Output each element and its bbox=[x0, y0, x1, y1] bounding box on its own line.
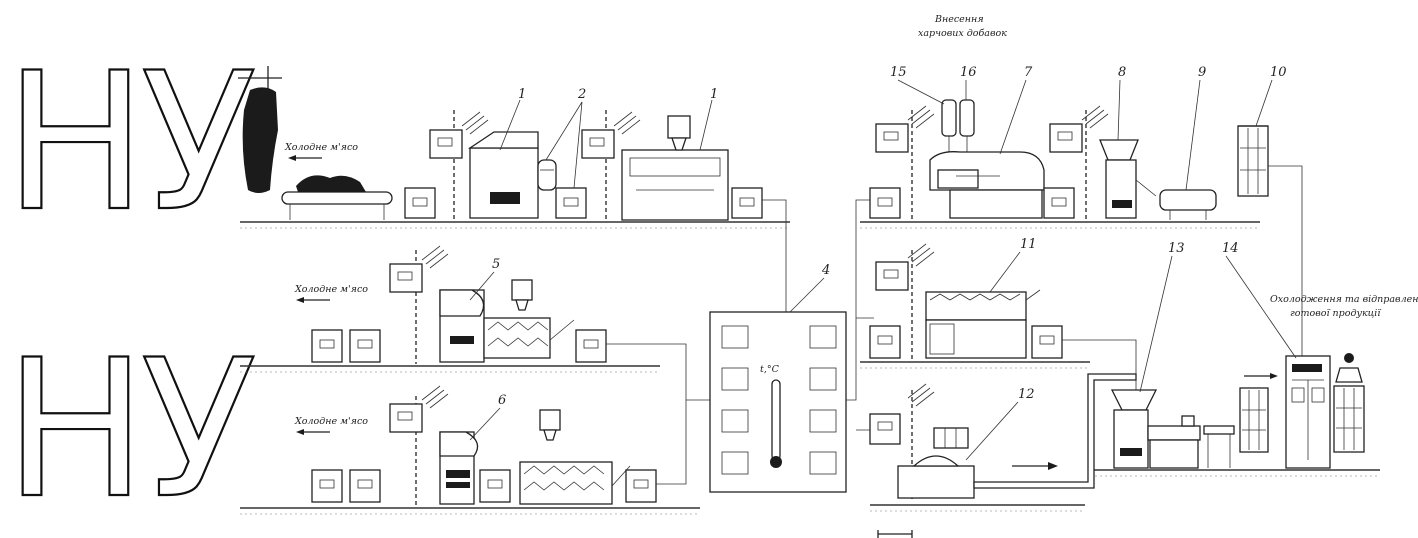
caption-food-additives-1: Внесення bbox=[934, 14, 984, 25]
label-5: 5 bbox=[492, 257, 500, 272]
label-12: 12 bbox=[1018, 387, 1035, 402]
label-13: 13 bbox=[1168, 241, 1185, 256]
caption-food-additives-2: харчових добавок bbox=[918, 28, 1007, 39]
flow-line-to-stuffer-13 bbox=[1062, 340, 1136, 396]
cart-lift-4 bbox=[390, 386, 448, 506]
caption-chilled-meat-2: Холодне м'ясо bbox=[294, 284, 368, 295]
smokehouse-14 bbox=[1286, 356, 1330, 468]
label-16: 16 bbox=[960, 65, 977, 80]
meat-grinder-1 bbox=[470, 132, 556, 218]
mixer-1 bbox=[622, 116, 728, 220]
flow-line-row1 bbox=[762, 200, 786, 312]
label-7: 7 bbox=[1024, 65, 1033, 80]
label-14: 14 bbox=[1222, 241, 1239, 256]
arrow-left-2 bbox=[296, 297, 330, 303]
flow-line-row3 bbox=[656, 400, 686, 484]
mixer-6 bbox=[520, 410, 630, 504]
watermark-text-bottom: НУ bbox=[4, 319, 254, 538]
meat-cart-10 bbox=[1044, 188, 1074, 218]
label-9: 9 bbox=[1198, 65, 1206, 80]
pipe-to-stuffer bbox=[974, 374, 1136, 488]
additive-dosers bbox=[942, 100, 974, 160]
meat-cart-9 bbox=[870, 188, 900, 218]
meat-cart-11 bbox=[870, 326, 900, 358]
label-1a: 1 bbox=[518, 87, 526, 102]
tumbler-12 bbox=[898, 428, 974, 498]
cart-lift-3 bbox=[390, 246, 448, 364]
flow-line-frame-to-smokehouse bbox=[1268, 166, 1302, 356]
meat-cart-5 bbox=[576, 330, 606, 362]
meat-cart-1 bbox=[405, 188, 435, 218]
arrow-right-smokehouse bbox=[1244, 373, 1278, 379]
label-2: 2 bbox=[577, 87, 586, 102]
smoke-frame-10 bbox=[1238, 126, 1268, 196]
curing-chamber bbox=[710, 312, 846, 492]
watermark-text-top: НУ bbox=[4, 32, 254, 253]
meat-cart-3 bbox=[732, 188, 762, 218]
label-10: 10 bbox=[1270, 65, 1287, 80]
meat-cart-8 bbox=[626, 470, 656, 502]
arrow-right-tumbler bbox=[1012, 462, 1058, 470]
meat-cart-12 bbox=[1032, 326, 1062, 358]
mixer-11 bbox=[926, 290, 1040, 358]
grinder-mixer-5 bbox=[440, 280, 574, 362]
caption-chilled-meat-3: Холодне м'ясо bbox=[294, 416, 368, 427]
meat-cart-13 bbox=[870, 414, 900, 444]
stuffer-13 bbox=[1112, 390, 1234, 468]
label-15: 15 bbox=[890, 65, 907, 80]
label-8: 8 bbox=[1118, 65, 1126, 80]
label-1b: 1 bbox=[710, 87, 718, 102]
meat-cart-4 bbox=[312, 330, 380, 362]
linker-9 bbox=[1160, 190, 1216, 220]
label-4: 4 bbox=[821, 263, 830, 278]
caption-chilled-meat-1: Холодне м'ясо bbox=[284, 142, 358, 153]
flow-line-from-chamber bbox=[846, 200, 880, 430]
smoke-frame-in bbox=[1240, 388, 1268, 452]
label-6: 6 bbox=[498, 393, 506, 408]
label-11: 11 bbox=[1020, 237, 1037, 252]
meat-cart-2 bbox=[556, 188, 586, 218]
meat-conveyor bbox=[282, 175, 392, 220]
caption-to-warehouse-2: готової продукції bbox=[1290, 308, 1381, 319]
stuffer-8 bbox=[1100, 140, 1156, 218]
grinder-6 bbox=[440, 432, 478, 504]
meat-cart-6 bbox=[312, 470, 380, 502]
meat-cart-7 bbox=[480, 470, 510, 502]
chamber-temperature-label: t,°C bbox=[760, 364, 780, 375]
arrow-left-1 bbox=[288, 155, 322, 161]
caption-to-warehouse-1: Охолодження та відправлення bbox=[1270, 294, 1418, 305]
bottom-bracket bbox=[878, 530, 912, 538]
arrow-left-3 bbox=[296, 429, 330, 435]
bowl-cutter-7 bbox=[930, 152, 1044, 218]
smoke-frame-out bbox=[1334, 353, 1364, 452]
